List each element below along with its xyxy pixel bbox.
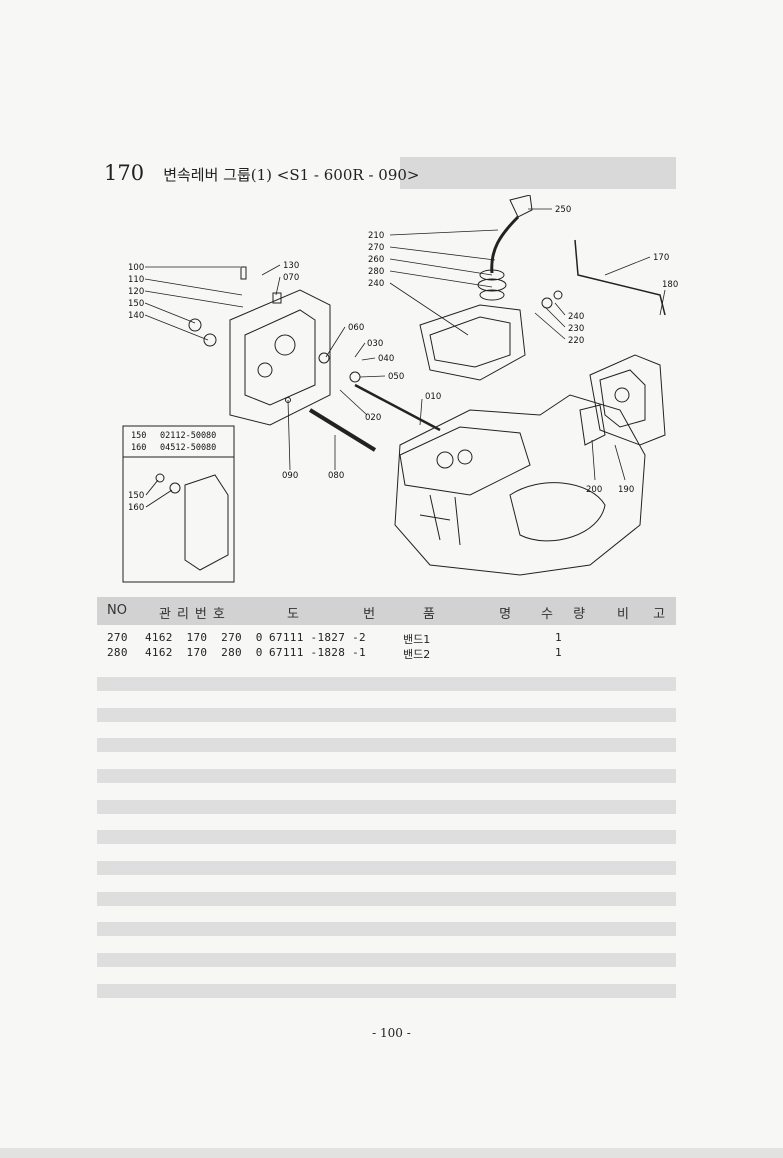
page-bottom-edge [0, 1148, 783, 1158]
row-no: 270 [107, 631, 128, 644]
empty-row-stripe [97, 769, 676, 783]
engine-block-drawing [394, 394, 646, 576]
page-number: - 100 - [372, 1026, 411, 1040]
callout-260: 260 [368, 255, 384, 265]
parts-diagram: 250 210 270 260 280 240 170 180 240 230 … [100, 194, 680, 590]
empty-row-stripe [97, 953, 676, 967]
callout-050: 050 [388, 372, 404, 382]
row-drawing-no: 67111 -1827 -2 [269, 631, 366, 644]
callout-030: 030 [367, 339, 383, 349]
row-quantity: 1 [555, 646, 562, 659]
callout-120: 120 [128, 287, 144, 297]
callout-190: 190 [618, 485, 634, 495]
shift-shaft-drawing [354, 383, 441, 432]
callout-070: 070 [283, 273, 299, 283]
callout-180: 180 [662, 280, 678, 290]
left-cover-drawing [229, 289, 331, 426]
callout-240a: 240 [368, 279, 384, 289]
shift-lever-drawing [490, 215, 520, 274]
row-part-name: 밴드1 [403, 633, 431, 646]
empty-row-stripe [97, 800, 676, 814]
header-no: NO [107, 603, 127, 618]
empty-row-stripe [97, 738, 676, 752]
callout-170: 170 [653, 253, 669, 263]
row-mgmt-no: 4162 170 280 0 [145, 646, 263, 659]
row-part-name: 밴드2 [403, 648, 431, 661]
section-name: 변속레버 그룹(1) <S1 - 600R - 090> [163, 166, 420, 184]
callout-020: 020 [365, 413, 381, 423]
callout-150: 150 [128, 299, 144, 309]
header-quantity: 수 량 [541, 607, 594, 622]
rod-170-drawing [574, 239, 666, 316]
empty-row-stripe [97, 708, 676, 722]
row-quantity: 1 [555, 631, 562, 644]
inset-label-150: 150 [128, 491, 144, 501]
callout-140: 140 [128, 311, 144, 321]
row-drawing-no: 67111 -1828 -1 [269, 646, 366, 659]
header-drawing-no: 도 번 [287, 607, 406, 622]
table-row: 270 4162 170 270 0 67111 -1827 -2 밴드1 1 [97, 631, 676, 646]
inset-line1-no: 150 [131, 431, 146, 441]
callout-060: 060 [348, 323, 364, 333]
header-part-name: 품 명 [423, 607, 542, 622]
callout-010: 010 [425, 392, 441, 402]
detail-inset: 150 02112-50080 160 04512-50080 150 160 [122, 425, 235, 583]
section-number: 170 [104, 161, 145, 185]
callout-130: 130 [283, 261, 299, 271]
section-header-fade [100, 157, 400, 189]
callout-110: 110 [128, 275, 144, 285]
callout-250: 250 [555, 205, 571, 215]
row-no: 280 [107, 646, 128, 659]
callout-040: 040 [378, 354, 394, 364]
callout-210: 210 [368, 231, 384, 241]
section-title: 170 변속레버 그룹(1) <S1 - 600R - 090> [104, 161, 420, 185]
empty-row-stripe [97, 677, 676, 691]
callout-080: 080 [328, 471, 344, 481]
parts-table-header: NO 관리번호 도 번 품 명 수 량 비 고 [97, 597, 676, 625]
shifter-housing-drawing [419, 304, 526, 381]
parts-diagram-svg: 250 210 270 260 280 240 170 180 240 230 … [122, 194, 678, 583]
empty-row-stripe [97, 861, 676, 875]
empty-row-stripe [97, 892, 676, 906]
bracket-200-drawing [579, 404, 606, 446]
empty-row-stripe [97, 830, 676, 844]
callout-270: 270 [368, 243, 384, 253]
callout-230: 230 [568, 324, 584, 334]
callout-220: 220 [568, 336, 584, 346]
empty-row-stripe [97, 922, 676, 936]
shift-rod-drawing [308, 408, 377, 452]
inset-line2-part: 04512-50080 [160, 443, 216, 453]
inset-line1-part: 02112-50080 [160, 431, 216, 441]
callout-240b: 240 [568, 312, 584, 322]
inset-label-160: 160 [128, 503, 144, 513]
empty-row-stripe [97, 984, 676, 998]
table-row: 280 4162 170 280 0 67111 -1828 -1 밴드2 1 [97, 646, 676, 661]
header-mgmt-no: 관리번호 [159, 607, 231, 622]
callout-200: 200 [586, 485, 602, 495]
inset-line2-no: 160 [131, 443, 146, 453]
callout-100: 100 [128, 263, 144, 273]
callout-090: 090 [282, 471, 298, 481]
callout-280: 280 [368, 267, 384, 277]
header-remarks: 비 고 [617, 607, 676, 622]
row-mgmt-no: 4162 170 270 0 [145, 631, 263, 644]
transmission-case-drawing [589, 354, 666, 446]
